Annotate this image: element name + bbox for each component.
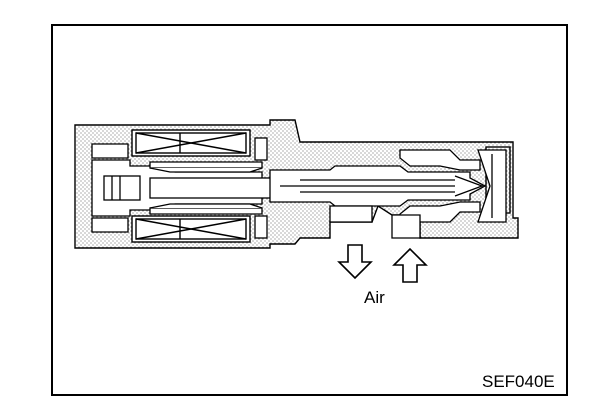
- air-label: Air: [364, 288, 385, 307]
- air-inflow-arrow: [392, 247, 428, 283]
- figure-code: SEF040E: [482, 372, 555, 391]
- lower-coil: [131, 215, 251, 243]
- air-ports: [329, 205, 421, 239]
- upper-coil: [131, 129, 251, 157]
- valve-stem: [269, 165, 487, 207]
- plunger-assembly: [91, 137, 281, 239]
- air-outflow-arrow: [337, 244, 373, 280]
- figure-frame: [51, 24, 568, 396]
